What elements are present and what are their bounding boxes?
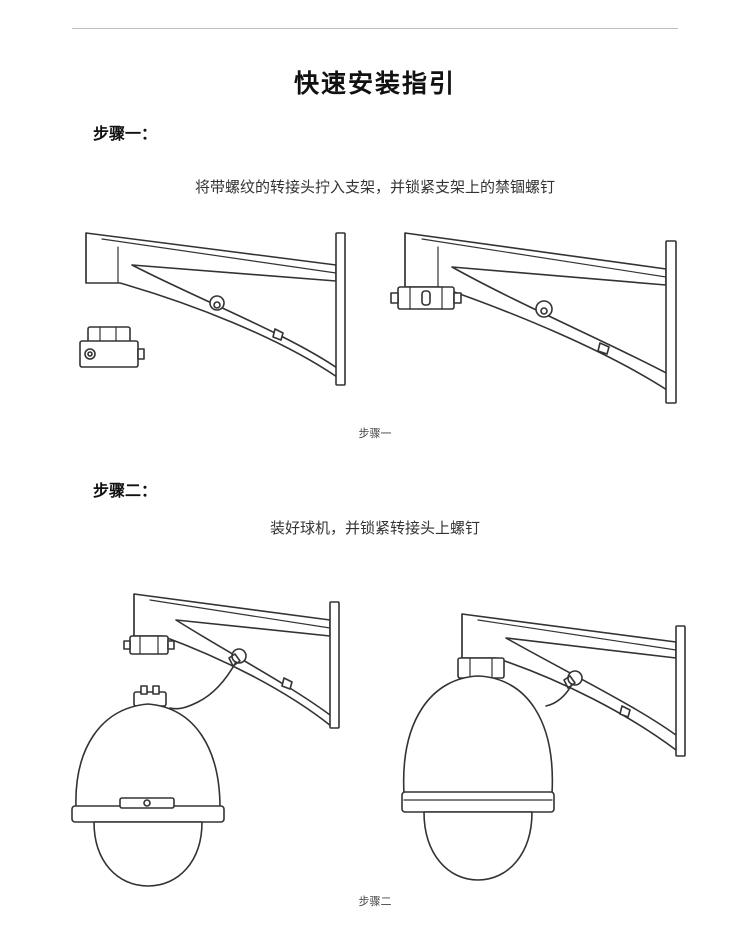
step1-description: 将带螺纹的转接头拧入支架，并锁紧支架上的禁锢螺钉 <box>194 178 555 196</box>
step1-caption: 步骤一 <box>358 427 392 440</box>
top-divider <box>72 28 678 29</box>
bracket-right <box>391 233 676 403</box>
bracket-left-step2 <box>124 594 339 728</box>
step2-illustration <box>0 580 750 900</box>
adapter-part <box>80 327 144 367</box>
safety-cable-left <box>170 654 240 709</box>
bracket-left <box>86 233 345 385</box>
bracket-right-step2 <box>462 614 685 756</box>
step1-heading: 步骤一： <box>93 124 158 143</box>
step1-illustration <box>0 225 750 405</box>
safety-cable-right <box>546 676 575 706</box>
page-title: 快速安装指引 <box>293 69 456 98</box>
step2-heading: 步骤二： <box>93 481 158 500</box>
step2-caption: 步骤二 <box>358 895 392 908</box>
step2-description: 装好球机，并锁紧转接头上螺钉 <box>269 519 480 537</box>
dome-camera-left <box>72 686 224 886</box>
dome-camera-right <box>402 658 554 880</box>
